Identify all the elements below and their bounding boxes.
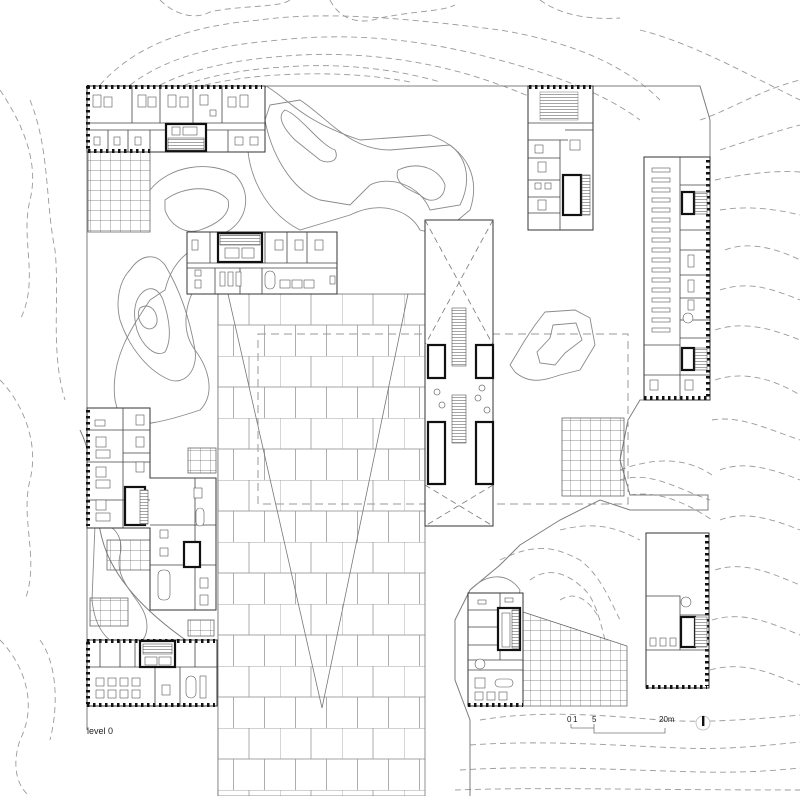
building-office-southeast[interactable]	[645, 532, 710, 689]
auditorium-seating	[539, 91, 579, 121]
scale-tick-20m: 20m	[659, 715, 675, 724]
scale-tick-5: 5	[592, 715, 597, 724]
grid-courts	[87, 151, 628, 707]
building-office-north-center[interactable]	[186, 231, 338, 295]
scale-bar	[570, 724, 666, 734]
building-office-east[interactable]	[643, 156, 711, 401]
building-office-northwest[interactable]	[86, 85, 266, 153]
building-office-west[interactable]	[86, 407, 217, 611]
north-arrow-icon	[695, 715, 711, 731]
scale-tick-1: 1	[573, 715, 578, 724]
scale-tick-0: 0	[567, 715, 572, 724]
open-plan-desks	[651, 167, 671, 333]
central-atrium-core[interactable]	[424, 219, 495, 527]
desks	[92, 94, 259, 146]
building-auditorium-north[interactable]	[527, 85, 594, 231]
building-office-southwest[interactable]	[86, 639, 218, 707]
level-label: level 0	[87, 726, 114, 736]
building-office-south-center[interactable]	[467, 592, 524, 707]
